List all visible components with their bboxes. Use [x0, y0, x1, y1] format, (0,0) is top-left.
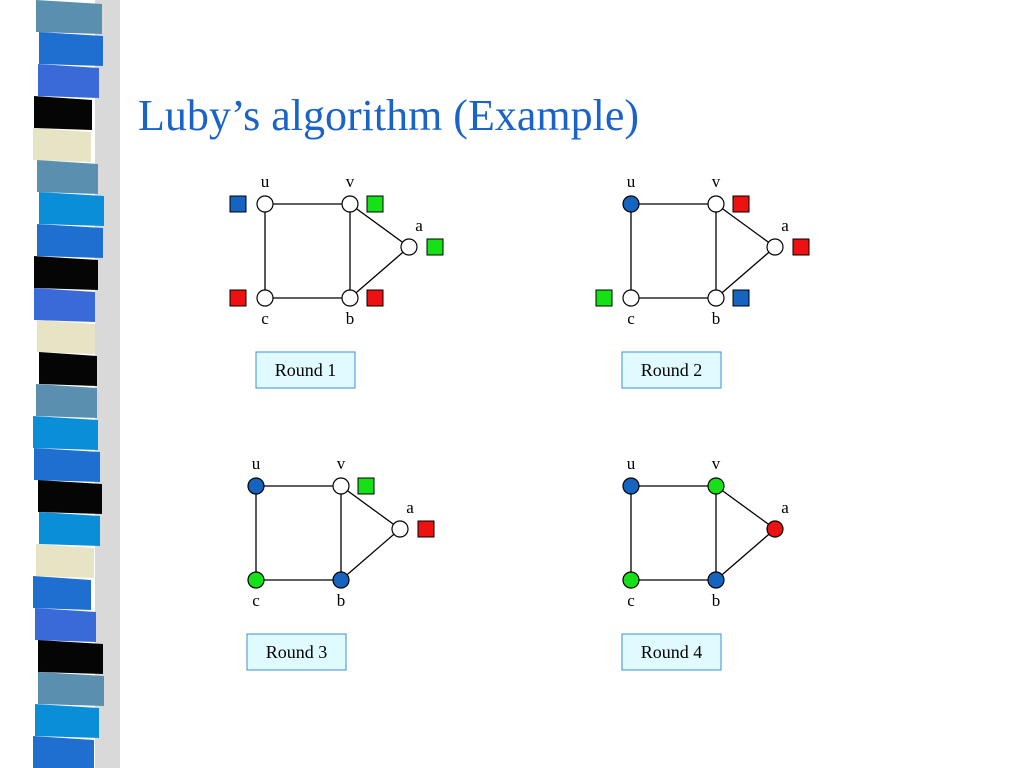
- round-label-box: [621, 633, 722, 671]
- edge-v-a: [349, 203, 410, 248]
- round-label: Round 3: [266, 642, 328, 662]
- node-b: [341, 289, 359, 307]
- strip-segment: [33, 576, 91, 610]
- edge-v-a: [715, 485, 776, 530]
- node-u: [622, 195, 640, 213]
- node-b: [707, 289, 725, 307]
- proposed-color-b: [732, 289, 750, 307]
- round-label-box: [621, 351, 722, 389]
- node-label-u: u: [261, 172, 270, 191]
- node-label-v: v: [712, 454, 721, 473]
- node-label-b: b: [712, 591, 721, 610]
- node-label-b: b: [337, 591, 346, 610]
- strip-segment: [37, 224, 103, 258]
- slide-title: Luby’s algorithm (Example): [138, 91, 639, 140]
- strip-segment: [33, 736, 94, 768]
- edge-b-a: [340, 528, 401, 581]
- node-v: [341, 195, 359, 213]
- strip-segment: [36, 0, 102, 34]
- node-label-v: v: [346, 172, 355, 191]
- strip-segment: [38, 672, 104, 706]
- strip-segment: [37, 320, 95, 354]
- strip-segment: [37, 160, 98, 194]
- node-a: [391, 520, 409, 538]
- node-v: [707, 195, 725, 213]
- strip-segment: [39, 192, 104, 226]
- edge-b-a: [715, 528, 776, 581]
- node-label-v: v: [337, 454, 346, 473]
- edge-v-a: [340, 485, 401, 530]
- edge-b-a: [349, 246, 410, 299]
- node-label-b: b: [712, 309, 721, 328]
- edge-v-a: [715, 203, 776, 248]
- node-b: [707, 571, 725, 589]
- node-label-b: b: [346, 309, 355, 328]
- strip-segment: [38, 640, 103, 674]
- strip-segment: [38, 480, 102, 514]
- node-label-a: a: [781, 498, 789, 517]
- strip-segment: [36, 384, 97, 418]
- node-u: [247, 477, 265, 495]
- proposed-color-a: [426, 238, 444, 256]
- node-c: [622, 571, 640, 589]
- node-label-u: u: [627, 454, 636, 473]
- node-label-v: v: [712, 172, 721, 191]
- node-label-c: c: [627, 591, 635, 610]
- strip-segment: [34, 448, 100, 482]
- node-u: [256, 195, 274, 213]
- decorative-side-strip: [33, 0, 120, 768]
- node-v: [332, 477, 350, 495]
- node-c: [622, 289, 640, 307]
- edge-b-a: [715, 246, 776, 299]
- node-a: [766, 520, 784, 538]
- node-c: [247, 571, 265, 589]
- strip-segment: [39, 32, 103, 66]
- proposed-color-c: [595, 289, 613, 307]
- node-label-a: a: [415, 216, 423, 235]
- proposed-color-u: [229, 195, 247, 213]
- strip-segment: [38, 64, 99, 98]
- node-label-a: a: [406, 498, 414, 517]
- node-v: [707, 477, 725, 495]
- node-label-u: u: [252, 454, 261, 473]
- node-label-c: c: [627, 309, 635, 328]
- round-label: Round 2: [641, 360, 703, 380]
- proposed-color-b: [366, 289, 384, 307]
- proposed-color-a: [792, 238, 810, 256]
- proposed-color-v: [732, 195, 750, 213]
- node-u: [622, 477, 640, 495]
- round-label: Round 4: [641, 642, 703, 662]
- strip-segment: [34, 256, 98, 290]
- strip-segment: [39, 512, 100, 546]
- strip-segment: [39, 352, 97, 386]
- proposed-color-c: [229, 289, 247, 307]
- proposed-color-a: [417, 520, 435, 538]
- strip-shadow: [95, 0, 120, 768]
- round-label-box: [255, 351, 356, 389]
- node-c: [256, 289, 274, 307]
- round-label-box: [246, 633, 347, 671]
- strip-segment: [33, 416, 98, 450]
- strip-segment: [33, 128, 91, 162]
- node-a: [766, 238, 784, 256]
- node-a: [400, 238, 418, 256]
- strip-segment: [36, 544, 94, 578]
- strip-segment: [35, 608, 96, 642]
- node-label-a: a: [781, 216, 789, 235]
- proposed-color-v: [366, 195, 384, 213]
- strip-segment: [34, 288, 95, 322]
- strip-segment: [35, 704, 99, 738]
- node-label-c: c: [252, 591, 260, 610]
- round-label: Round 1: [275, 360, 337, 380]
- proposed-color-v: [357, 477, 375, 495]
- node-b: [332, 571, 350, 589]
- node-label-u: u: [627, 172, 636, 191]
- node-label-c: c: [261, 309, 269, 328]
- strip-segment: [34, 96, 92, 130]
